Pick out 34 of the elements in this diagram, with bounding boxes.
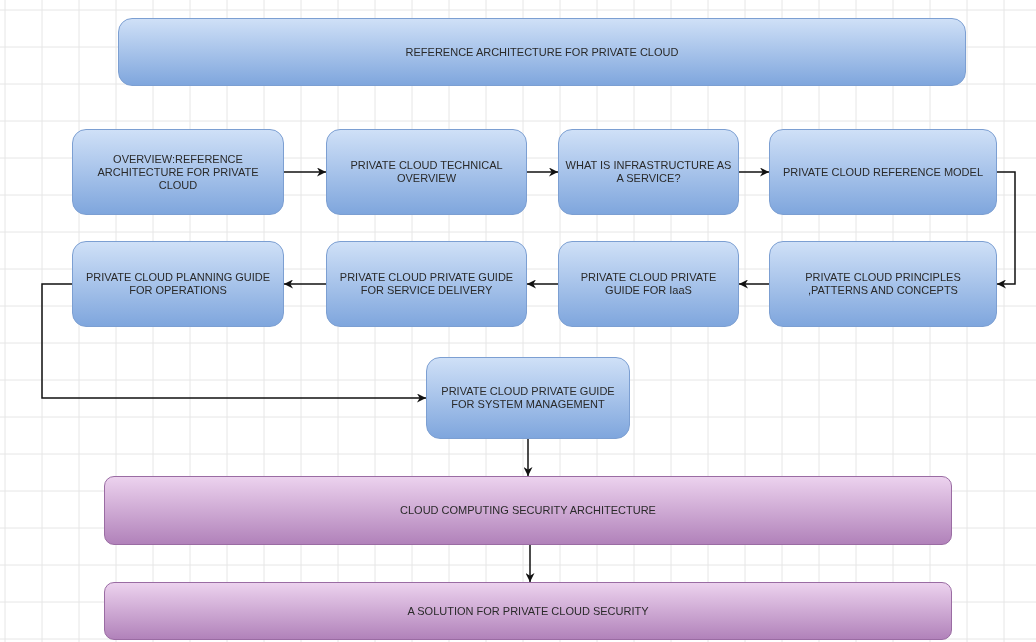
process-box (426, 357, 630, 439)
box-label: OVERVIEW:REFERENCE ARCHITECTURE FOR PRIVATE CLOUD (96, 152, 260, 192)
arrow (41, 283, 427, 403)
process-box (326, 129, 527, 215)
box-label: PRIVATE CLOUD PRIVATE GUIDE FOR IaaS (579, 271, 718, 297)
box-label: CLOUD COMPUTING SECURITY ARCHITECTURE (399, 504, 657, 517)
process-box (769, 129, 997, 215)
box-label: PRIVATE CLOUD PRIVATE GUIDE FOR SYSTEM MANAGEMENT (440, 385, 616, 411)
arrow (283, 279, 327, 289)
process-box (769, 241, 997, 327)
arrow (526, 279, 559, 289)
process-box (326, 241, 527, 327)
process-box (558, 129, 739, 215)
arrow (525, 544, 535, 583)
process-box (558, 241, 739, 327)
box-label: PRIVATE CLOUD TECHNICAL OVERVIEW (349, 159, 504, 185)
arrow (996, 171, 1016, 289)
arrow (523, 438, 533, 477)
box-label: PRIVATE CLOUD REFERENCE MODEL (781, 165, 985, 179)
process-box (72, 129, 284, 215)
box-label: A SOLUTION FOR PRIVATE CLOUD SECURITY (406, 604, 650, 618)
arrow (738, 279, 770, 289)
process-box (72, 241, 284, 327)
box-label: PRIVATE CLOUD PRINCIPLES ,PATTERNS AND CONCEPTS (804, 271, 962, 297)
arrow (526, 167, 559, 177)
box-label: PRIVATE CLOUD PRIVATE GUIDE FOR SERVICE DELIVERY (338, 271, 515, 297)
banner-box (104, 476, 952, 545)
box-label: REFERENCE ARCHITECTURE FOR PRIVATE CLOUD (404, 45, 680, 59)
arrow (283, 167, 327, 177)
process-box (118, 18, 966, 86)
box-label: WHAT IS INFRASTRUCTURE AS A SERVICE? (564, 159, 733, 185)
arrow (738, 167, 770, 177)
box-label: PRIVATE CLOUD PLANNING GUIDE FOR OPERATIONS (84, 271, 272, 297)
banner-box (104, 582, 952, 640)
